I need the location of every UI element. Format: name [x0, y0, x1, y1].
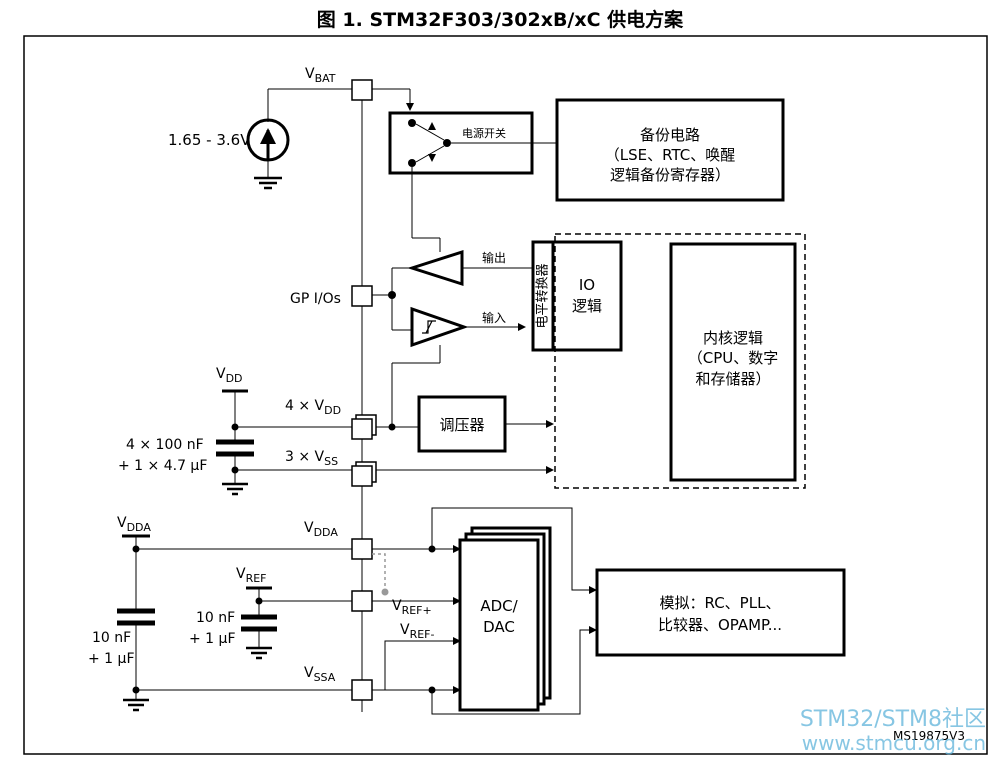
- backup-circuit-block: 备份电路 （LSE、RTC、唤醒 逻辑备份寄存器）: [555, 98, 785, 202]
- input-label: 输入: [482, 310, 506, 325]
- vdda-top-label: VDDA: [117, 515, 151, 534]
- svg-text:（LSE、RTC、唤醒: （LSE、RTC、唤醒: [605, 146, 735, 164]
- adc-dac-box: [458, 538, 540, 712]
- vref-cap-value-1: 10 nF: [196, 610, 235, 626]
- adc-dac-block: ADC/ DAC: [458, 526, 552, 712]
- vssa-pin-label: VSSA: [304, 665, 336, 684]
- core-logic-box: [669, 242, 797, 482]
- svg-text:模拟：RC、PLL、: 模拟：RC、PLL、: [660, 594, 781, 612]
- core-domain-dashed-box: [554, 233, 806, 489]
- svg-text:ADC/: ADC/: [480, 597, 518, 615]
- ground-icon: [246, 646, 272, 660]
- figure-frame: [23, 35, 988, 755]
- vdd-top-label: VDD: [216, 366, 243, 385]
- vdda-cap-value-1: 10 nF: [92, 630, 131, 646]
- vbat-pin: [351, 79, 373, 101]
- svg-text:逻辑: 逻辑: [572, 297, 602, 315]
- ground-icon: [254, 176, 282, 190]
- analog-supply-section: VDDA 10 nF + 1 μF VREF: [88, 507, 597, 715]
- vref-capacitor-icon: [241, 614, 277, 632]
- svg-text:逻辑备份寄存器）: 逻辑备份寄存器）: [610, 166, 730, 184]
- analog-peripherals-block: 模拟：RC、PLL、 比较器、OPAMP...: [595, 568, 846, 657]
- vbat-section: VBAT 1.65 - 3.6V: [168, 66, 414, 190]
- vdd-cap-value-2: + 1 × 4.7 μF: [118, 458, 207, 474]
- svg-text:和存储器）: 和存储器）: [695, 370, 770, 388]
- power-switch-label: 电源开关: [462, 126, 506, 140]
- input-schmitt-buffer-icon: [410, 306, 469, 348]
- vref-plus-pin: [351, 590, 373, 612]
- svg-text:电平转换器: 电平转换器: [536, 263, 551, 328]
- svg-text:（CPU、数字: （CPU、数字: [688, 349, 779, 367]
- level-shifter-block: 电平转换器: [531, 240, 555, 352]
- watermark-url: www.stmcu.org.cn: [802, 731, 986, 755]
- vdd-decoupling-capacitor-icon: [216, 439, 254, 457]
- analog-peripherals-box: [595, 568, 846, 657]
- power-switch-block: 电源开关: [388, 111, 557, 252]
- svg-text:内核逻辑: 内核逻辑: [703, 329, 763, 347]
- output-label: 输出: [482, 250, 506, 265]
- io-logic-box: [551, 240, 623, 352]
- vss-pin: [351, 465, 373, 487]
- vref-plus-label: VREF+: [392, 598, 432, 617]
- vdd-pin: [351, 418, 373, 440]
- regulator-block: 调压器: [417, 395, 554, 453]
- svg-text:备份电路: 备份电路: [640, 126, 700, 144]
- core-logic-block: 内核逻辑 （CPU、数字 和存储器）: [669, 242, 797, 482]
- io-logic-block: IO 逻辑: [551, 240, 623, 352]
- vref-top-label: VREF: [236, 566, 267, 585]
- vbat-label: VBAT: [305, 66, 336, 85]
- vdda-vref-optional-link: [372, 553, 386, 591]
- svg-text:比较器、OPAMP...: 比较器、OPAMP...: [658, 616, 782, 634]
- ground-icon: [123, 698, 149, 712]
- battery-range-label: 1.65 - 3.6V: [168, 131, 251, 149]
- svg-text:调压器: 调压器: [439, 416, 484, 434]
- vdda-pin-label: VDDA: [304, 520, 338, 539]
- vdda-cap-value-2: + 1 μF: [88, 651, 135, 667]
- vref-cap-value-2: + 1 μF: [189, 631, 236, 647]
- vdda-pin: [351, 538, 373, 560]
- gpio-pin: [351, 285, 373, 307]
- vdd-vss-section: VDD 4 × 100 nF + 1 × 4.7 μF 4 × VDD 3 × …: [118, 366, 554, 496]
- watermark-community: STM32/STM8社区: [800, 707, 986, 732]
- vdd-pin-label: 4 × VDD: [285, 398, 341, 417]
- gpio-section: GP I/Os 输出 输入: [290, 249, 533, 427]
- vdd-cap-value-1: 4 × 100 nF: [126, 437, 204, 453]
- ground-icon: [222, 482, 248, 496]
- svg-text:IO: IO: [579, 276, 595, 294]
- gpio-label: GP I/Os: [290, 291, 341, 307]
- vssa-pin: [351, 679, 373, 701]
- vdda-capacitor-icon: [117, 608, 155, 626]
- output-buffer-icon: [407, 249, 464, 287]
- vss-pin-label: 3 × VSS: [285, 449, 338, 468]
- backup-circuit-box: [555, 98, 785, 202]
- figure-title: 图 1. STM32F303/302xB/xC 供电方案: [317, 8, 684, 31]
- svg-text:DAC: DAC: [483, 618, 515, 636]
- vref-minus-label: VREF-: [400, 622, 434, 641]
- figure-reference-id: MS19875V3: [893, 729, 965, 743]
